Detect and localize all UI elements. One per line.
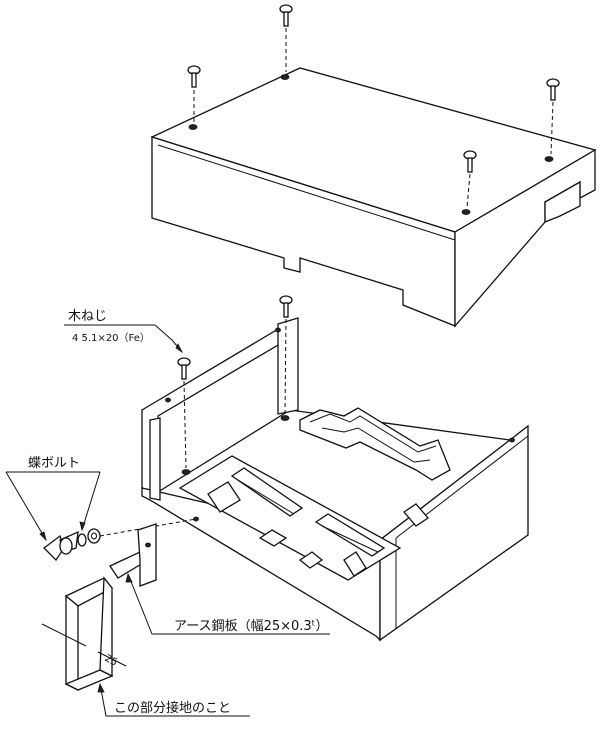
cable-tray	[299, 407, 451, 481]
cover-screws	[187, 4, 560, 208]
base-rear-post	[277, 317, 299, 415]
label-wing-bolt: 蝶ボルト	[28, 456, 80, 471]
label-wood-screw-spec: 4 5.1×20（Fe）	[72, 332, 150, 344]
top-cover	[150, 67, 597, 328]
label-ground-note: この部分接地のこと	[114, 700, 231, 716]
dimension-line	[41, 623, 87, 647]
base-chassis	[141, 317, 529, 642]
screw-icon	[546, 78, 560, 155]
screw-icon	[187, 65, 201, 122]
chip-component	[298, 551, 324, 569]
cover-screw-hole	[188, 124, 198, 130]
chip-component	[403, 503, 429, 527]
base-right-wall	[379, 424, 529, 642]
screw-icon	[463, 150, 477, 208]
dimension-25: 25	[103, 653, 119, 669]
cover-screw-hole	[461, 209, 471, 215]
cover-screw-hole	[280, 74, 290, 80]
connector-block	[207, 481, 241, 513]
wing-bolt-icon	[43, 530, 79, 562]
cover-screw-hole	[544, 156, 554, 162]
label-wood-screw: 木ねじ	[68, 309, 107, 324]
circuit-board	[178, 455, 429, 581]
leader-lines	[5, 324, 330, 717]
screw-icon	[279, 4, 293, 72]
wood-screw-icon	[177, 357, 191, 469]
base-screw-hole	[181, 469, 191, 475]
top-cover-rear-tab	[544, 180, 581, 223]
label-earth-plate: アース鋼板（幅25×0.3ᵗ）	[174, 619, 329, 634]
chip-component	[343, 551, 367, 577]
earth-steel-plate: 25	[41, 523, 157, 692]
base-screws	[177, 295, 293, 469]
earth-plate-upper	[137, 523, 157, 587]
chip-component	[258, 529, 288, 547]
earth-clip-back	[99, 576, 113, 678]
washer-icon	[77, 528, 101, 547]
connector-strip	[230, 467, 304, 517]
base-screw-hole	[280, 415, 290, 421]
wing-bolt-assembly	[43, 518, 197, 562]
connector-strip	[314, 513, 386, 557]
earth-clip-side	[65, 594, 79, 692]
base-front-wall-edge	[149, 417, 161, 501]
wood-screw-icon	[279, 295, 293, 415]
